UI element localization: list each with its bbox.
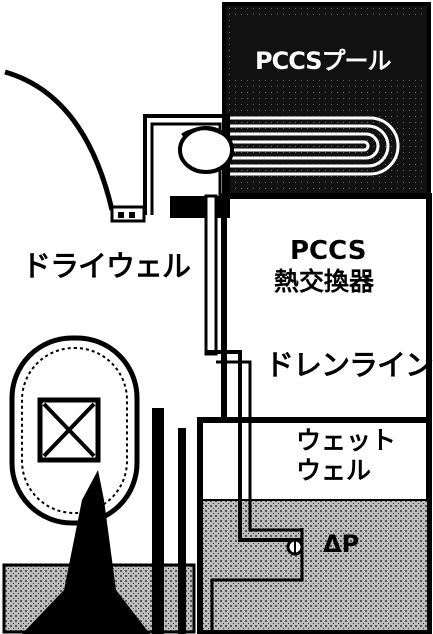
steam-inlet-pipe (143, 114, 234, 215)
drywell-label: ドライウェル (22, 249, 191, 283)
drywell-wall (4, 69, 146, 223)
differential-pressure-gauge (286, 538, 304, 556)
reactor-core (37, 397, 101, 463)
reactor-pressure-vessel (9, 335, 140, 526)
pccs-pool (222, 2, 431, 200)
drain-discharge (210, 420, 304, 634)
wetwell-label-line2: ウェル (296, 456, 372, 485)
pccs-heat-exchanger-label-line1: PCCS (290, 236, 367, 266)
delta-p-label: ΔP (323, 530, 360, 558)
wetwell-label-line1: ウェット (296, 426, 397, 455)
lower-drywell (2, 408, 196, 634)
heat-exchanger-tubes (230, 116, 400, 176)
drain-line-label: ドレンライン (265, 348, 433, 382)
pccs-heat-exchanger-label-line2: 熱交換器 (274, 267, 375, 296)
pccs-pool-label: PCCSプール (255, 47, 392, 75)
